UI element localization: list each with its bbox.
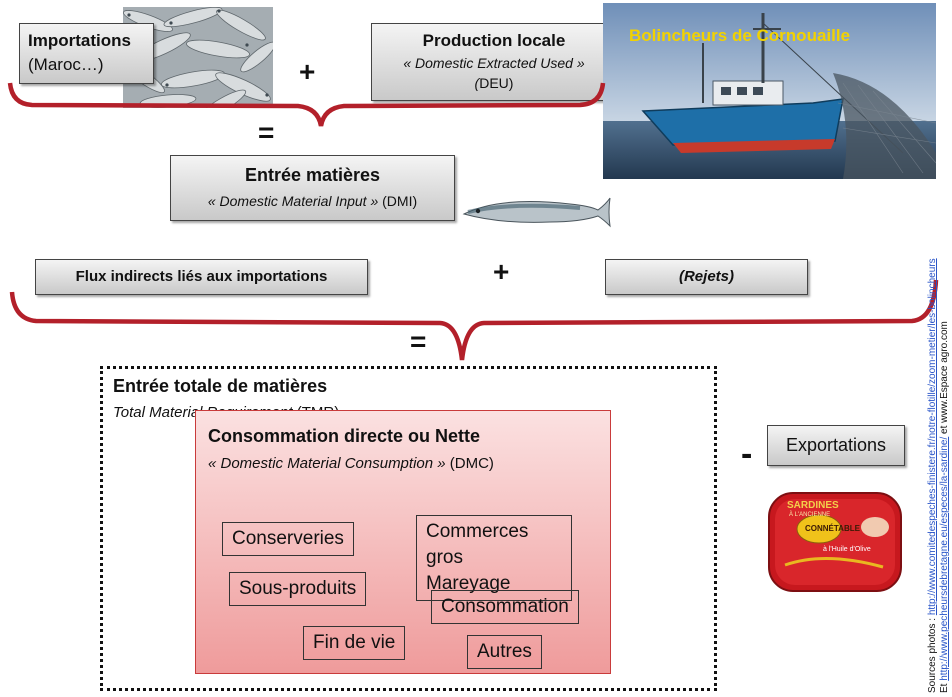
local-production-title: Production locale (422, 31, 566, 50)
can-brand-sub: À L'ANCIENNE (789, 512, 831, 518)
exports-box: Exportations (767, 425, 905, 466)
tmr-title: Entrée totale de matières (113, 376, 328, 396)
imports-box: Importations (Maroc…) (19, 23, 154, 84)
dmc-item-consommation: Consommation (431, 590, 579, 624)
can-oil: à l'Huile d'Olive (823, 546, 871, 553)
plus-operator-middle: + (493, 256, 510, 287)
equals-operator-middle: = (410, 326, 427, 357)
sardine-can-image: SARDINES À L'ANCIENNE CONNÉTABLE à l'Hui… (765, 487, 905, 597)
indirect-flows-label: Flux indirects liés aux importations (75, 268, 328, 285)
minus-operator: - (741, 435, 753, 473)
dmc-item-commerces-line2: Mareyage (426, 573, 511, 594)
dmc-item-sous-produits-label: Sous-produits (239, 578, 357, 599)
sources-line2-suffix: et www.Espace agro.com (939, 321, 950, 437)
local-production-quoted: « Domestic Extracted Used » (403, 55, 585, 71)
dmc-box: Consommation directe ou Nette « Domestic… (195, 410, 611, 674)
source-link-comitedespeches[interactable]: http://www.comitedespeches-finistere.fr/… (927, 258, 938, 616)
source-link-pecheursdebretagne[interactable]: http://www.pecheursdebretagne.eu/especes… (939, 436, 950, 681)
equals-operator-top: = (258, 117, 275, 148)
sources-line2-prefix: Et (939, 680, 950, 693)
dmi-abbr: (DMI) (382, 193, 418, 209)
rejects-box: (Rejets) (605, 259, 808, 295)
local-production-abbr: DEU) (479, 75, 514, 91)
dmc-abbr: (DMC) (449, 455, 494, 472)
indirect-flows-box: Flux indirects liés aux importations (35, 259, 368, 295)
imports-title: Importations (28, 31, 131, 50)
dmc-item-sous-produits: Sous-produits (229, 572, 367, 606)
dmc-quoted: « Domestic Material Consumption » (208, 455, 446, 472)
dmc-item-autres: Autres (467, 635, 542, 669)
top-brace (7, 82, 606, 127)
dmc-title: Consommation directe ou Nette (208, 426, 481, 446)
dmc-item-fin-de-vie-label: Fin de vie (313, 632, 396, 653)
dmc-item-autres-label: Autres (477, 641, 532, 662)
plus-operator-top: + (299, 56, 316, 87)
local-production-abbr-open: ( (474, 75, 480, 91)
sardine-image (462, 197, 611, 228)
dmi-box: Entrée matières « Domestic Material Inpu… (170, 155, 455, 221)
local-production-box: Production locale « Domestic Extracted U… (371, 23, 617, 101)
boat-caption: Bolincheurs de Cornouaille (629, 26, 851, 45)
can-maker: CONNÉTABLE (805, 524, 860, 533)
sources-line-2: Et http://www.pecheursdebretagne.eu/espe… (939, 321, 950, 693)
dmc-item-consommation-label: Consommation (441, 596, 569, 617)
imports-subtitle: (Maroc…) (28, 55, 104, 74)
dmc-item-conserveries: Conserveries (222, 522, 354, 556)
exports-label: Exportations (785, 435, 887, 455)
dmc-item-commerces: Commerces gros Mareyage (416, 515, 572, 601)
dmi-quoted: « Domestic Material Input » (207, 193, 379, 209)
dmc-item-fin-de-vie: Fin de vie (303, 626, 406, 660)
dmc-item-commerces-line1: Commerces gros (426, 521, 529, 568)
dmc-item-conserveries-label: Conserveries (232, 528, 344, 549)
sources-line1-prefix: Sources photos : (927, 615, 938, 693)
middle-brace (9, 279, 939, 361)
sources-line-1: Sources photos : http://www.comitedespec… (927, 258, 938, 693)
rejects-label: (Rejets) (678, 268, 734, 285)
can-brand-top: SARDINES (787, 500, 839, 511)
dmi-title: Entrée matières (244, 165, 381, 185)
boat-image: Bolincheurs de Cornouaille (603, 3, 936, 179)
